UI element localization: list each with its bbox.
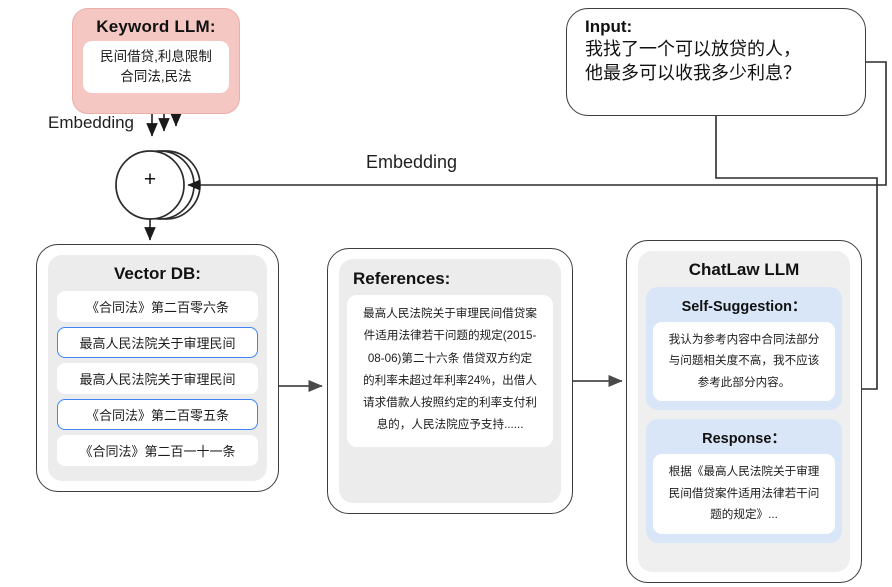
chatlaw-panel: ChatLaw LLM Self-Suggestion： 我认为参考内容中合同法… — [638, 251, 850, 572]
vector-db-item-1[interactable]: 《合同法》第二百零六条 — [57, 291, 258, 322]
references-line-6: 息的，人民法院应予支持...... — [376, 418, 524, 432]
self-suggestion-text: 我认为参考内容中合同法部分 与问题相关度不高，我不应该 参考此部分内容。 — [653, 322, 835, 402]
references-text: 最高人民法院关于审理民间借贷案 件适用法律若干问题的规定(2015- 08-06… — [347, 295, 553, 447]
response-text: 根据《最高人民法院关于审理 民间借贷案件适用法律若干问 题的规定》... — [653, 454, 835, 534]
input-line-1: 我找了一个可以放贷的人， — [585, 39, 801, 59]
input-title: Input: — [585, 17, 633, 36]
self-suggestion-title: Self-Suggestion： — [681, 299, 807, 315]
input-box: Input: 我找了一个可以放贷的人， 他最多可以收我多少利息？ — [566, 8, 866, 116]
keyword-llm-box: Keyword LLM: 民间借贷,利息限制 合同法,民法 — [72, 8, 240, 114]
keyword-line-2: 合同法,民法 — [120, 68, 192, 84]
response-line-1: 根据《最高人民法院关于审理 — [668, 465, 820, 479]
chatlaw-title: ChatLaw LLM — [688, 260, 800, 279]
references-line-1: 最高人民法院关于审理民间借贷案 — [363, 307, 537, 320]
self-suggestion-line-1: 我认为参考内容中合同法部分 — [668, 333, 820, 346]
input-line-2: 他最多可以收我多少利息？ — [585, 62, 801, 83]
chatlaw-llm-box: ChatLaw LLM Self-Suggestion： 我认为参考内容中合同法… — [626, 240, 862, 583]
response-block: Response： 根据《最高人民法院关于审理 民间借贷案件适用法律若干问 题的… — [646, 419, 842, 543]
references-line-5: 请求借款人按照约定的利率支付利 — [363, 396, 537, 409]
references-panel: References: 最高人民法院关于审理民间借贷案 件适用法律若干问题的规定… — [339, 259, 561, 503]
references-line-4: 的利率未超过年利率24%，出借人 — [363, 373, 537, 387]
references-title: References: — [353, 269, 451, 288]
references-line-2: 件适用法律若干问题的规定(2015- — [363, 329, 537, 343]
references-line-3: 08-06)第二十六条 借贷双方约定 — [367, 351, 533, 365]
vector-db-box: Vector DB: 《合同法》第二百零六条 最高人民法院关于审理民间 最高人民… — [36, 244, 279, 492]
self-suggestion-block: Self-Suggestion： 我认为参考内容中合同法部分 与问题相关度不高，… — [646, 287, 842, 411]
vector-db-item-4[interactable]: 《合同法》第二百零五条 — [57, 399, 258, 430]
keyword-llm-title: Keyword LLM: — [96, 17, 216, 36]
response-title: Response： — [702, 431, 786, 448]
keyword-llm-keywords: 民间借贷,利息限制 合同法,民法 — [83, 41, 229, 94]
embedding-label-middle: Embedding — [366, 152, 458, 172]
embedding-label-left: Embedding — [48, 113, 135, 132]
input-text: 我找了一个可以放贷的人， 他最多可以收我多少利息？ — [585, 38, 849, 86]
self-suggestion-line-3: 参考此部分内容。 — [697, 375, 791, 389]
response-line-3: 题的规定》... — [710, 508, 778, 522]
plus-node: + — [104, 140, 196, 228]
vector-db-panel: Vector DB: 《合同法》第二百零六条 最高人民法院关于审理民间 最高人民… — [48, 255, 267, 481]
keyword-line-1: 民间借贷,利息限制 — [100, 49, 212, 64]
keyword-to-plus-arrows — [146, 113, 182, 137]
vector-db-item-3[interactable]: 最高人民法院关于审理民间 — [57, 363, 258, 394]
references-box: References: 最高人民法院关于审理民间借贷案 件适用法律若干问题的规定… — [327, 248, 573, 514]
plus-symbol: + — [143, 168, 157, 191]
vector-db-item-5[interactable]: 《合同法》第二百一十一条 — [57, 435, 258, 466]
self-suggestion-line-2: 与问题相关度不高，我不应该 — [668, 354, 820, 368]
vector-db-item-2[interactable]: 最高人民法院关于审理民间 — [57, 327, 258, 358]
vector-db-title: Vector DB: — [114, 264, 201, 283]
response-line-2: 民间借贷案件适用法律若干问 — [668, 486, 820, 500]
